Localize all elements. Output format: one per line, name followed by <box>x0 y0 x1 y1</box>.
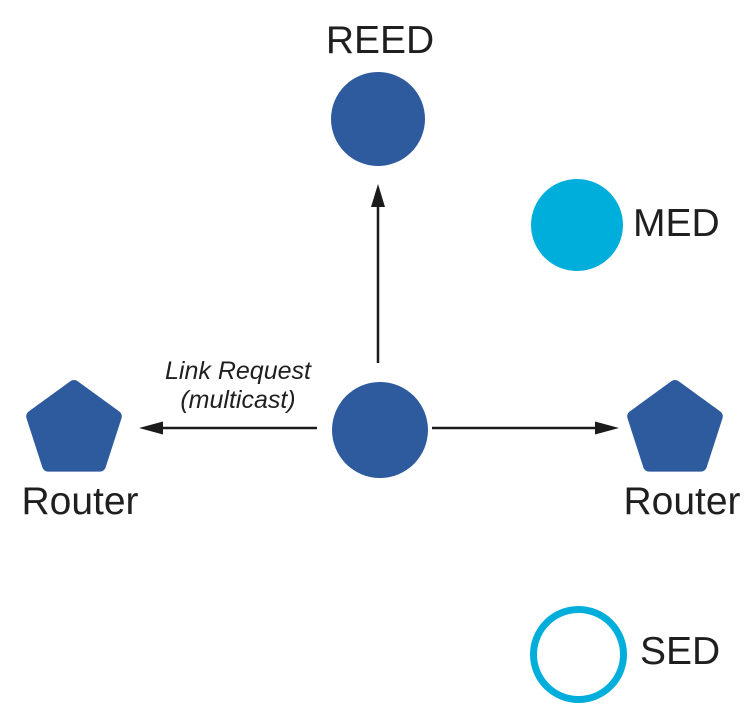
link-request-annotation: Link Request (multicast) <box>165 357 311 415</box>
med-label: MED <box>633 202 720 245</box>
sed-label: SED <box>640 630 721 673</box>
router-right-label: Router <box>623 480 741 523</box>
reed-label: REED <box>325 19 435 62</box>
sed-node-icon <box>530 606 627 703</box>
router-left-icon <box>26 380 122 472</box>
med-node-icon <box>531 179 623 271</box>
left-arrow-icon <box>139 421 317 435</box>
link-request-line1: Link Request <box>165 357 311 385</box>
right-arrow-icon <box>432 421 619 435</box>
router-right-icon <box>627 380 723 472</box>
reed-node-icon <box>331 72 425 166</box>
router-left-label: Router <box>21 480 139 523</box>
center-node-icon <box>332 382 428 478</box>
link-request-line2: (multicast) <box>180 386 296 414</box>
up-arrow-icon <box>371 184 385 363</box>
